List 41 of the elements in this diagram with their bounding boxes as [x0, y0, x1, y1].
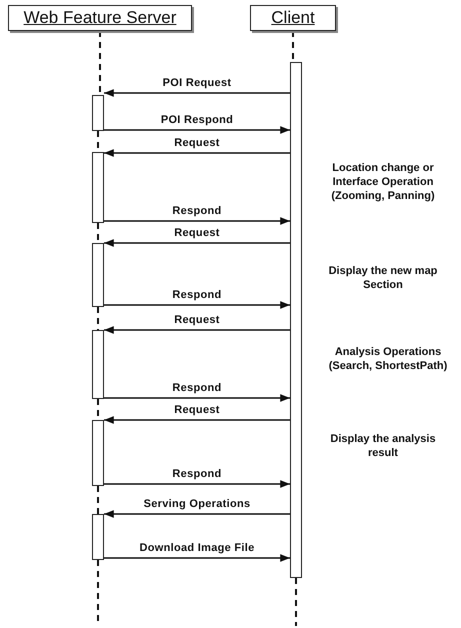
arrow: [104, 239, 290, 247]
activation-bar: [290, 62, 302, 578]
arrow: [104, 480, 290, 488]
arrow: [104, 126, 290, 134]
arrow: [104, 416, 290, 424]
lifeline: [292, 31, 294, 62]
arrow: [104, 510, 290, 518]
activation-bar: [92, 420, 104, 486]
message-label: Request: [172, 227, 222, 239]
arrow: [104, 394, 290, 402]
arrow: [104, 326, 290, 334]
lifeline: [295, 578, 297, 626]
activation-bar: [92, 95, 104, 131]
message-label: Request: [172, 314, 222, 326]
note-text: Display the analysis result: [329, 432, 437, 460]
note-text: Analysis Operations (Search, ShortestPath): [328, 345, 448, 373]
arrow: [104, 89, 290, 97]
activation-bar: [92, 243, 104, 307]
message-label: Request: [172, 137, 222, 149]
message-label: Serving Operations: [142, 498, 252, 510]
message-label: POI Respond: [158, 114, 236, 126]
arrow: [104, 217, 290, 225]
lifeline: [97, 486, 99, 514]
arrow: [104, 301, 290, 309]
participant-name: Client: [271, 8, 315, 28]
message-label: Download Image File: [137, 542, 257, 554]
note-text: Display the new map Section: [328, 264, 438, 292]
arrow: [104, 554, 290, 562]
lifeline: [99, 31, 101, 95]
lifeline: [97, 223, 99, 243]
activation-bar: [92, 330, 104, 399]
lifeline-header: [250, 5, 336, 31]
lifeline: [97, 307, 99, 330]
message-label: POI Request: [160, 77, 234, 89]
note-text: Location change or Interface Operation (Zooming, Panning): [330, 161, 436, 203]
message-label: Request: [172, 404, 222, 416]
lifeline-header: [8, 5, 192, 31]
participant-name: Web Feature Server: [24, 8, 176, 28]
arrow: [104, 149, 290, 157]
activation-bar: [92, 152, 104, 223]
activation-bar: [92, 514, 104, 560]
